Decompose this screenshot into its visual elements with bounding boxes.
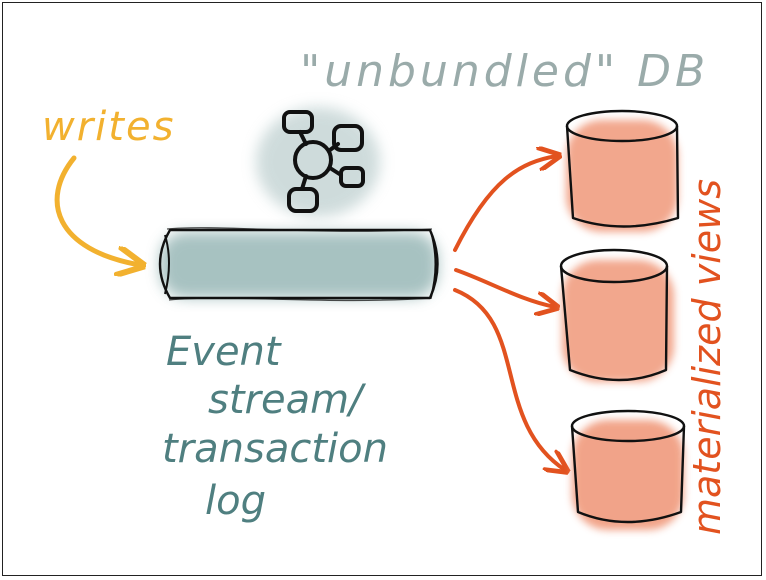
arrow-to-view-2 [454, 268, 555, 307]
materialized-views-label: materialized views [685, 179, 729, 535]
writes-arrow [54, 155, 140, 265]
event-log-label-line4: log [205, 478, 266, 524]
writes-label: writes [42, 104, 175, 150]
event-log-label: Event stream/ transaction log [162, 329, 388, 524]
event-log-label-line1: Event [166, 329, 282, 375]
event-log-label-line2: stream/ [208, 377, 367, 423]
arrow-to-view-1 [453, 156, 557, 252]
materialized-view-cylinder-3 [570, 409, 686, 530]
materialized-view-cylinder-1 [565, 109, 680, 232]
database-graph-icon [256, 107, 380, 217]
event-log-label-line3: transaction [162, 426, 388, 472]
diagram-title: "unbundled" DB [300, 46, 709, 97]
view-arrows [453, 156, 565, 470]
arrow-to-view-3 [453, 288, 565, 470]
materialized-view-cylinder-2 [559, 248, 674, 382]
event-log-tube [158, 227, 439, 302]
